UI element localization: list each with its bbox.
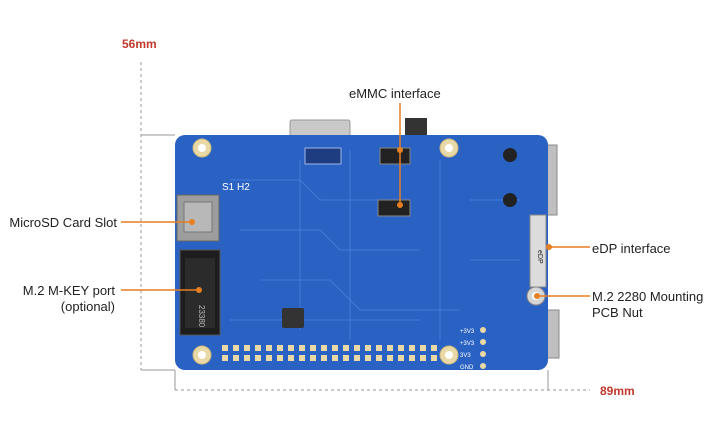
gpio-pin (288, 355, 294, 361)
gpio-pin (222, 355, 228, 361)
gpio-pin (222, 345, 228, 351)
gpio-header (222, 345, 437, 361)
pcb-board (175, 135, 548, 370)
gpio-pin (233, 355, 239, 361)
gpio-pin (387, 355, 393, 361)
gpio-pin (288, 345, 294, 351)
gpio-pin (244, 345, 250, 351)
callout-emmc: eMMC interface (349, 86, 441, 101)
post-bottom (503, 193, 517, 207)
gpio-pin (365, 355, 371, 361)
gpio-pin (321, 355, 327, 361)
m2-slot-inner (185, 258, 215, 328)
callout-dots (189, 147, 552, 299)
gpio-pin (387, 345, 393, 351)
gpio-pin (321, 345, 327, 351)
width-dimension-label: 89mm (600, 384, 635, 398)
gpio-pin (354, 355, 360, 361)
gpio-pin (255, 345, 261, 351)
callout-microsd: MicroSD Card Slot (9, 215, 117, 230)
gpio-pin (299, 355, 305, 361)
mounting-holes (192, 138, 459, 365)
gpio-pin (266, 345, 272, 351)
gpio-pin (332, 345, 338, 351)
gpio-pin (299, 345, 305, 351)
silk-pin-4: GND (460, 365, 474, 371)
callout-nut-line1: M.2 2280 Mounting (592, 289, 704, 304)
post-top (503, 148, 517, 162)
gpio-pin (332, 355, 338, 361)
side-port-2 (546, 309, 560, 359)
callout-m2-line1: M.2 M-KEY port (22, 283, 115, 298)
gpio-pin (431, 355, 437, 361)
gpio-pin (409, 345, 415, 351)
gpio-pin (277, 355, 283, 361)
gpio-pin (310, 355, 316, 361)
gpio-pin (244, 355, 250, 361)
gpio-pin (277, 345, 283, 351)
microsd-card (183, 201, 213, 233)
callout-lines (121, 103, 590, 297)
gpio-pin (310, 345, 316, 351)
gpio-pin (343, 355, 349, 361)
dip-switch (304, 147, 342, 165)
gpio-pin (420, 345, 426, 351)
gpio-pin (365, 345, 371, 351)
callout-m2-line2: (optional) (60, 299, 115, 314)
gpio-pin (343, 345, 349, 351)
gpio-pin (266, 355, 272, 361)
audio-jack (405, 118, 427, 140)
gpio-pin (376, 345, 382, 351)
gpio-pin (420, 355, 426, 361)
pcb-traces (230, 150, 520, 340)
gpio-pin (233, 345, 239, 351)
side-pins (480, 327, 486, 369)
dimension-lines (140, 62, 590, 391)
gpio-pin (431, 345, 437, 351)
gpio-pin (354, 345, 360, 351)
silk-edp-mark: eDP (536, 250, 543, 264)
height-dimension-label: 56mm (122, 37, 157, 51)
silk-model: S1 H2 (222, 182, 250, 193)
silk-m2-mark: 23380 (197, 305, 206, 328)
gpio-pin (255, 355, 261, 361)
silk-pin-1: +3V3 (460, 329, 475, 335)
callout-nut-line2: PCB Nut (592, 305, 643, 320)
callout-edp: eDP interface (592, 241, 671, 256)
silk-pin-2: +3V3 (460, 341, 475, 347)
gpio-pin (398, 355, 404, 361)
gpio-pin (398, 345, 404, 351)
silk-pin-3: 3V3 (460, 353, 471, 359)
gpio-pin (409, 355, 415, 361)
inductor (282, 308, 304, 328)
gpio-pin (376, 355, 382, 361)
